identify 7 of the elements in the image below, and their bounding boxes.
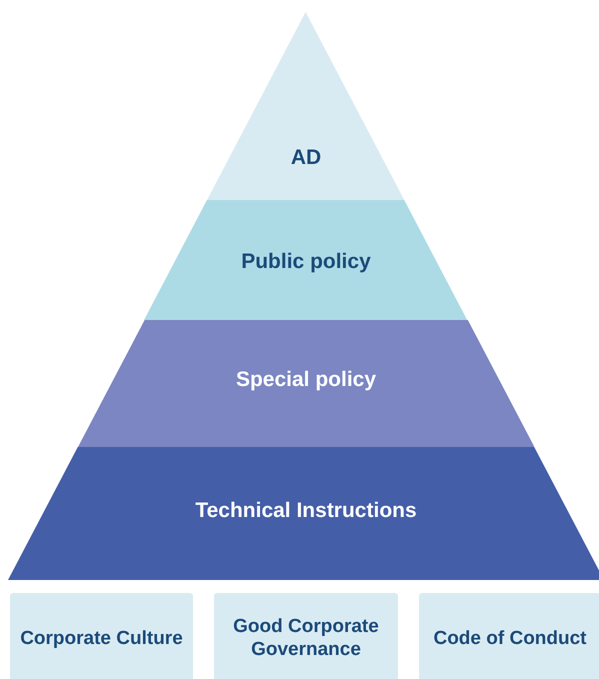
tier-label: Technical Instructions	[195, 499, 417, 523]
tier-label: AD	[290, 146, 322, 170]
tier-label: Special policy	[236, 368, 376, 392]
category-card: Good Corporate Governance	[214, 593, 398, 679]
category-card: Code of Conduct	[419, 593, 599, 679]
category-card: Corporate Culture	[10, 593, 193, 679]
tier-label: Public policy	[241, 250, 371, 274]
